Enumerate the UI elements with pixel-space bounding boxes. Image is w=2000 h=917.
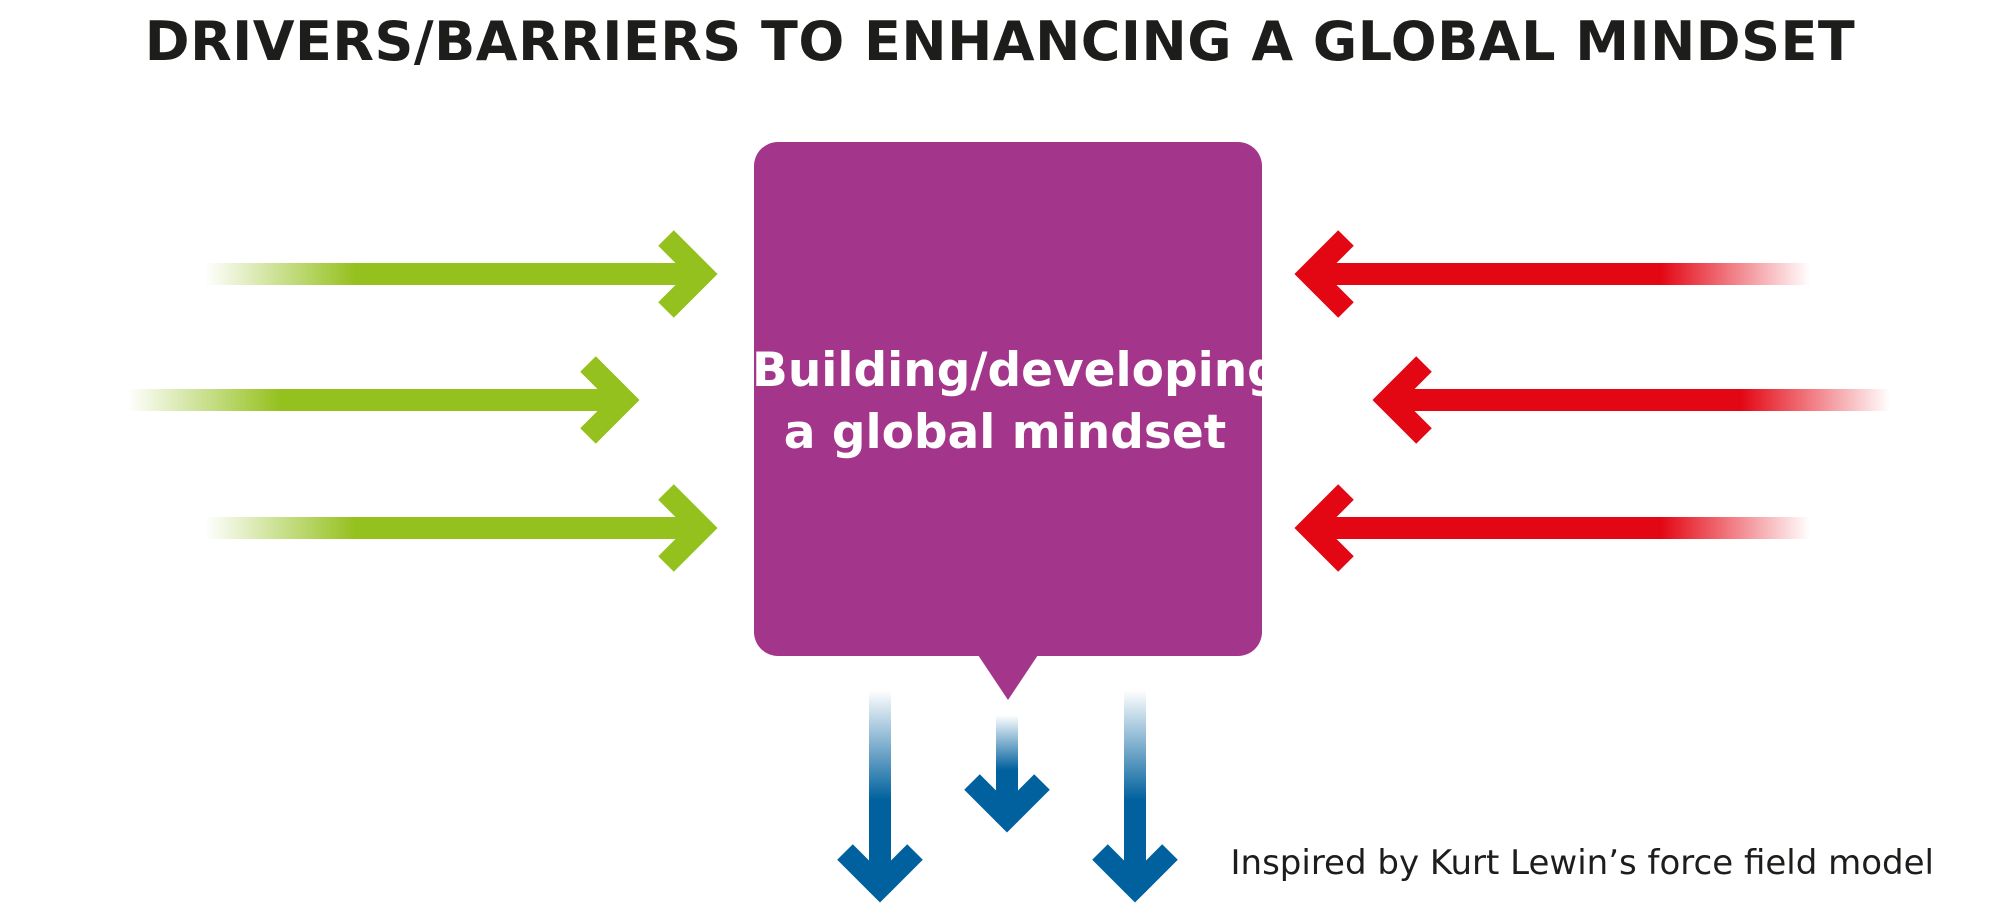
- barrier-arrow: [1294, 484, 1810, 572]
- barrier-arrow: [1372, 356, 1890, 444]
- driver-arrow: [128, 356, 640, 444]
- driver-arrow: [205, 484, 718, 572]
- barrier-arrow: [1294, 230, 1810, 318]
- center-label-line-1: Building/developing: [752, 343, 1281, 398]
- driver-arrow: [205, 230, 718, 318]
- center-label: Building/developing a global mindset: [752, 340, 1281, 464]
- outcome-arrow: [837, 690, 923, 903]
- credit-note: Inspired by Kurt Lewin’s force field mod…: [1230, 843, 1935, 883]
- center-label-line-2: a global mindset: [783, 405, 1227, 460]
- center-box: [754, 142, 1262, 700]
- outcome-arrow: [964, 715, 1050, 833]
- page-title: DRIVERS/BARRIERS TO ENHANCING A GLOBAL M…: [144, 10, 1856, 73]
- outcome-arrow: [1092, 690, 1178, 903]
